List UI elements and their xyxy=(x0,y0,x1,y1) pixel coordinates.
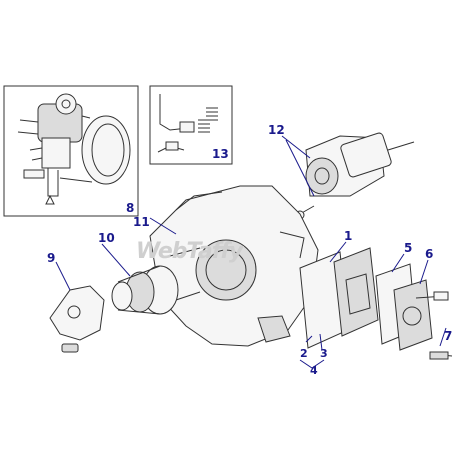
starter-motor xyxy=(295,132,415,220)
callout-3: 3 xyxy=(320,347,328,360)
callout-2: 2 xyxy=(300,347,308,360)
callouts: 1 2 3 4 5 6 7 8 9 10 11 12 13 xyxy=(47,123,452,377)
callout-10: 10 xyxy=(98,231,115,245)
crankcase xyxy=(149,185,319,347)
drive-gear-assembly xyxy=(111,265,179,315)
callout-13: 13 xyxy=(212,147,229,161)
callout-5: 5 xyxy=(404,241,412,255)
callout-12: 12 xyxy=(268,123,285,137)
callout-8: 8 xyxy=(126,201,134,215)
leader-lines xyxy=(55,135,447,369)
inset-box-clip-springs xyxy=(149,85,233,165)
watermark-logo: WebTaffy xyxy=(136,239,245,264)
callout-1: 1 xyxy=(344,229,352,243)
inset-box-carburettor xyxy=(3,85,139,217)
cover-plate xyxy=(49,285,105,353)
callout-7: 7 xyxy=(444,329,452,343)
callout-11: 11 xyxy=(133,215,150,229)
gasket-stack xyxy=(299,247,453,360)
callout-4: 4 xyxy=(310,364,318,377)
callout-6: 6 xyxy=(425,247,433,261)
callout-9: 9 xyxy=(47,251,55,265)
